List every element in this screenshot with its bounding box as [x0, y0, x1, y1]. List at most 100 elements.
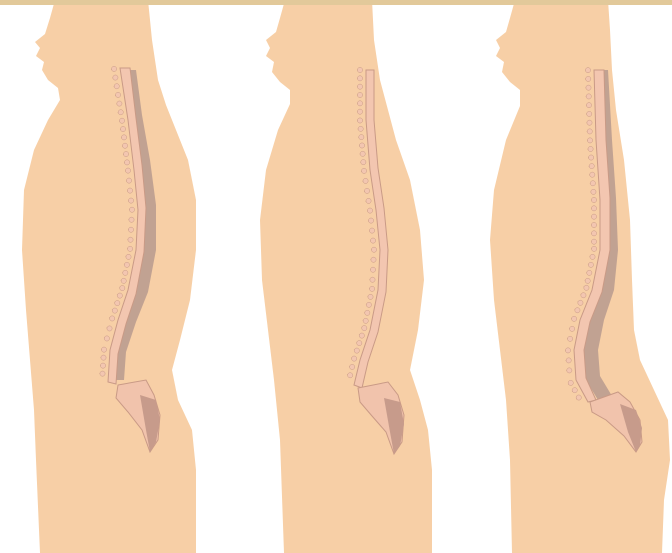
vertebra-body — [357, 84, 362, 89]
vertebra-body — [104, 336, 109, 341]
vertebra-body — [357, 92, 362, 97]
vertebra-body — [348, 373, 353, 378]
vertebra-body — [578, 300, 583, 305]
top-color-band — [0, 0, 672, 5]
vertebra-body — [565, 348, 570, 353]
vertebra-body — [120, 126, 125, 131]
vertebra-body — [111, 66, 116, 71]
vertebra-body — [591, 214, 596, 219]
vertebra-body — [589, 164, 594, 169]
figure-left — [22, 0, 196, 553]
vertebra-body — [587, 138, 592, 143]
vertebra-body — [129, 207, 134, 212]
vertebra-body — [370, 277, 375, 282]
vertebra-body — [591, 189, 596, 194]
vertebra-body — [354, 348, 359, 353]
vertebra-body — [587, 129, 592, 134]
vertebra-body — [113, 75, 118, 80]
vertebra-body — [591, 222, 596, 227]
vertebra-body — [369, 228, 374, 233]
vertebra-body — [587, 120, 592, 125]
vertebra-body — [121, 135, 126, 140]
vertebra-body — [125, 168, 130, 173]
vertebra-body — [117, 101, 122, 106]
vertebra-body — [587, 270, 592, 275]
vertebra-body — [572, 388, 577, 393]
vertebra-body — [590, 181, 595, 186]
vertebra-body — [101, 347, 106, 352]
vertebra-body — [371, 247, 376, 252]
vertebra-body — [110, 316, 115, 321]
vertebra-body — [585, 68, 590, 73]
vertebra-body — [567, 368, 572, 373]
body-silhouette — [490, 0, 670, 553]
vertebra-body — [126, 178, 131, 183]
vertebra-body — [591, 231, 596, 236]
vertebra-body — [128, 198, 133, 203]
vertebra-body — [357, 341, 362, 346]
vertebra-body — [127, 188, 132, 193]
vertebra-body — [360, 151, 365, 156]
vertebra-body — [570, 326, 575, 331]
vertebra-body — [370, 286, 375, 291]
vertebra-body — [107, 326, 112, 331]
figure-right — [490, 0, 670, 553]
vertebra-body — [357, 67, 362, 72]
vertebra-body — [364, 188, 369, 193]
vertebra-body — [586, 85, 591, 90]
vertebra-body — [122, 143, 127, 148]
vertebra-body — [115, 92, 120, 97]
body-silhouette — [260, 0, 432, 553]
vertebra-body — [592, 246, 597, 251]
vertebra-body — [100, 363, 105, 368]
vertebra-body — [363, 178, 368, 183]
vertebra-body — [591, 239, 596, 244]
vertebra-body — [581, 293, 586, 298]
vertebra-body — [115, 301, 120, 306]
vertebra-body — [368, 294, 373, 299]
vertebra-body — [572, 316, 577, 321]
vertebra-body — [100, 371, 105, 376]
vertebra-body — [568, 336, 573, 341]
vertebra-body — [366, 198, 371, 203]
vertebra-body — [120, 286, 125, 291]
vertebra-body — [117, 293, 122, 298]
vertebra-body — [590, 172, 595, 177]
vertebra-body — [357, 118, 362, 123]
vertebra-body — [359, 135, 364, 140]
vertebra-body — [363, 318, 368, 323]
vertebra-body — [575, 308, 580, 313]
vertebra-body — [357, 109, 362, 114]
vertebra-body — [129, 217, 134, 222]
vertebra-body — [568, 380, 573, 385]
body-silhouette — [22, 0, 196, 553]
vertebra-body — [101, 355, 106, 360]
vertebra-body — [576, 395, 581, 400]
vertebra-body — [357, 101, 362, 106]
vertebra-body — [365, 310, 370, 315]
vertebra-body — [586, 103, 591, 108]
vertebra-body — [118, 110, 123, 115]
vertebra-body — [123, 270, 128, 275]
vertebra-body — [362, 326, 367, 331]
vertebra-body — [591, 206, 596, 211]
vertebra-body — [350, 364, 355, 369]
vertebra-body — [366, 302, 371, 307]
vertebra-body — [361, 168, 366, 173]
vertebra-body — [370, 267, 375, 272]
vertebra-body — [591, 197, 596, 202]
vertebra-body — [359, 143, 364, 148]
vertebra-body — [588, 146, 593, 151]
vertebra-body — [128, 237, 133, 242]
vertebra-body — [590, 254, 595, 259]
vertebra-body — [584, 285, 589, 290]
vertebra-body — [128, 227, 133, 232]
vertebra-body — [589, 155, 594, 160]
vertebra-body — [358, 126, 363, 131]
vertebra-body — [124, 160, 129, 165]
vertebra-body — [370, 238, 375, 243]
vertebra-body — [586, 76, 591, 81]
vertebra-body — [361, 160, 366, 165]
